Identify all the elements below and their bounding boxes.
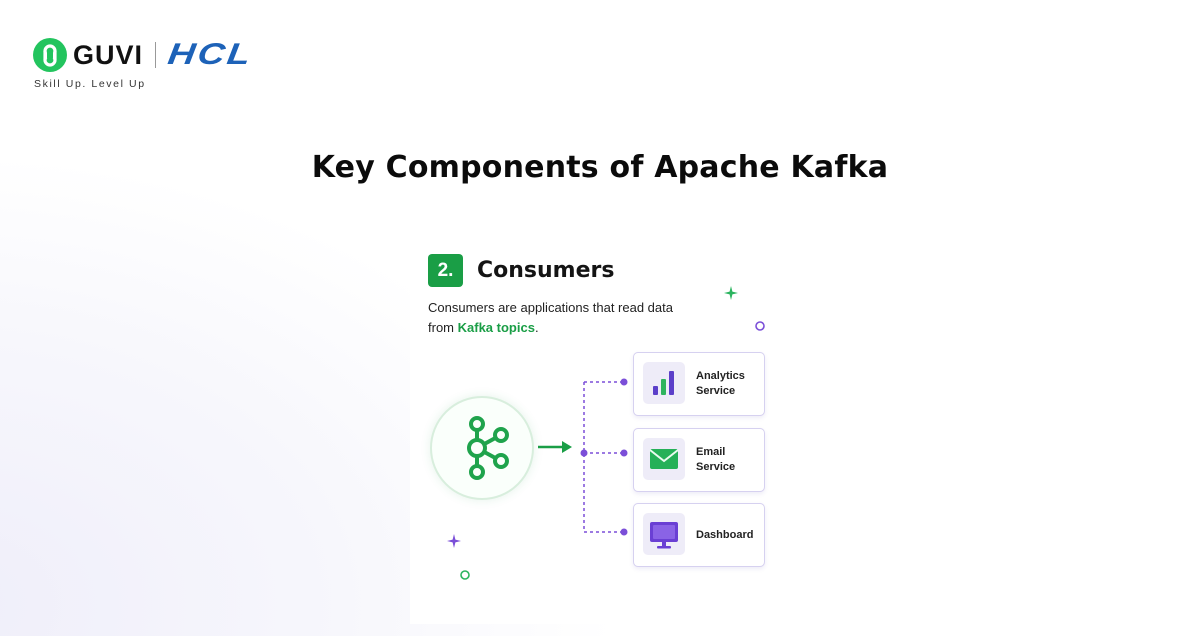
guvi-wordmark: GUVI [73,40,144,70]
kafka-source-node [430,396,534,500]
section-heading: Consumers [477,258,615,283]
bar-chart-icon [643,362,685,404]
service-label: Dashboard [696,528,754,541]
service-dashboard: Dashboard [633,503,765,567]
section-description: Consumers are applications that read dat… [428,298,688,338]
kafka-logo-icon [467,416,509,480]
description-text: Consumers are applications that read dat… [428,300,673,335]
green-ring-icon [460,570,470,580]
branch-dots [580,378,628,536]
consumers-card: 2. Consumers Consumers are applications … [410,240,790,624]
monitor-icon [643,513,685,555]
description-suffix: . [534,320,539,335]
brand-tagline: Skill Up. Level Up [34,78,146,90]
page-title: Key Components of Apache Kafka [311,150,889,185]
section-number-badge: 2. [428,254,463,287]
flow-connectors [538,378,628,536]
guvi-logo-icon [33,38,67,72]
description-highlight: Kafka topics [457,320,535,335]
purple-ring-icon [755,321,765,331]
brand-logo: GUVI HCL Skill Up. Level Up [33,38,333,98]
flow-arrow [538,441,572,453]
dashed-branches [583,381,623,533]
envelope-icon [643,438,685,480]
green-sparkle-icon [724,286,738,300]
hcl-wordmark: HCL [165,38,255,71]
purple-sparkle-icon [447,534,461,548]
logo-divider [155,42,157,68]
